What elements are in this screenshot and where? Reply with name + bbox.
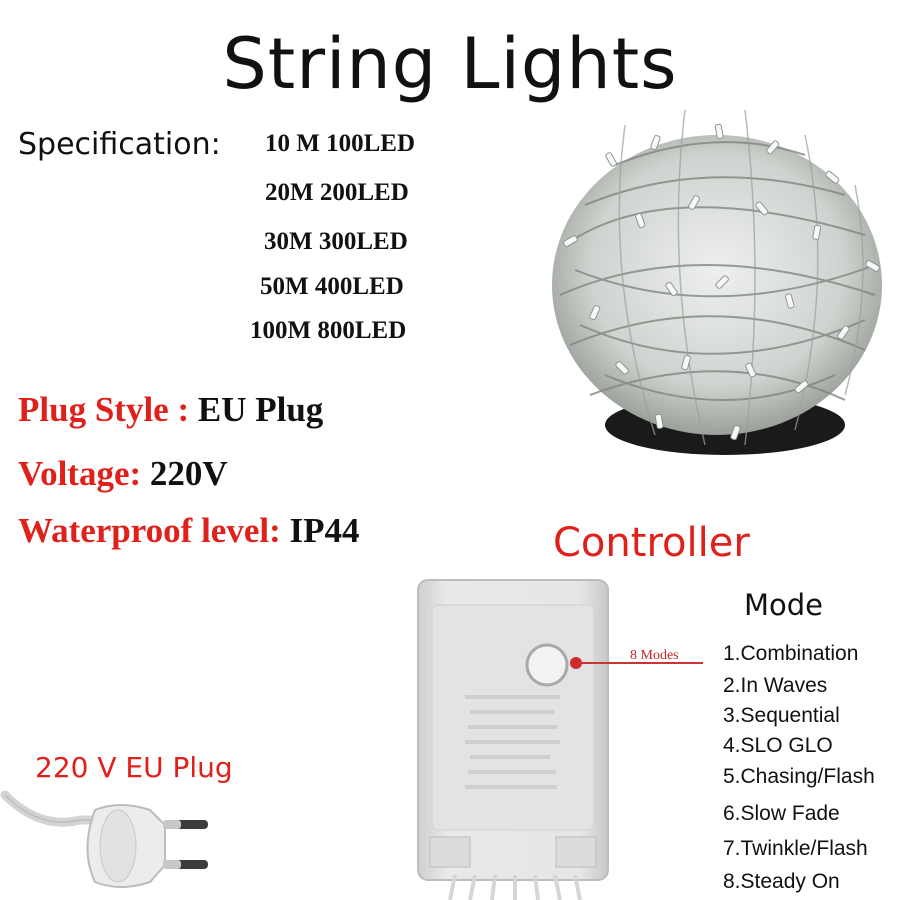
plug-style-key: Plug Style :	[18, 390, 198, 429]
mode-item: 7.Twinkle/Flash	[723, 837, 868, 860]
spec-item: 30M 300LED	[264, 228, 408, 255]
specification-label: Specification:	[18, 127, 221, 162]
callout-label: 8 Modes	[630, 648, 679, 663]
plug-caption: 220 V EU Plug	[35, 751, 233, 784]
mode-item: 1.Combination	[723, 642, 859, 665]
mode-item: 8.Steady On	[723, 870, 840, 893]
controller-title: Controller	[553, 520, 750, 566]
controller-image	[417, 579, 609, 900]
mode-item: 6.Slow Fade	[723, 802, 840, 825]
mode-item: 3.Sequential	[723, 704, 840, 727]
spec-item: 20M 200LED	[265, 179, 409, 206]
waterproof-value: IP44	[289, 511, 360, 550]
spec-item: 10 M 100LED	[265, 130, 415, 157]
voltage-value: 220V	[149, 454, 228, 493]
spec-item: 100M 800LED	[250, 317, 407, 344]
plug-style-row: Plug Style : EU Plug	[18, 389, 323, 431]
plug-style-value: EU Plug	[197, 390, 324, 429]
mode-item: 4.SLO GLO	[723, 734, 833, 757]
callout-dot	[570, 657, 582, 669]
string-lights-image	[552, 109, 882, 455]
eu-plug-image	[0, 790, 208, 888]
mode-item: 5.Chasing/Flash	[723, 765, 875, 788]
waterproof-key: Waterproof level:	[18, 511, 290, 550]
voltage-key: Voltage:	[18, 454, 150, 493]
spec-item: 50M 400LED	[260, 273, 404, 300]
mode-item: 2.In Waves	[723, 674, 828, 697]
callout-line	[578, 662, 703, 664]
page-title: String Lights	[222, 23, 678, 105]
waterproof-row: Waterproof level: IP44	[18, 510, 360, 552]
voltage-row: Voltage: 220V	[18, 453, 228, 495]
mode-title: Mode	[744, 588, 824, 622]
